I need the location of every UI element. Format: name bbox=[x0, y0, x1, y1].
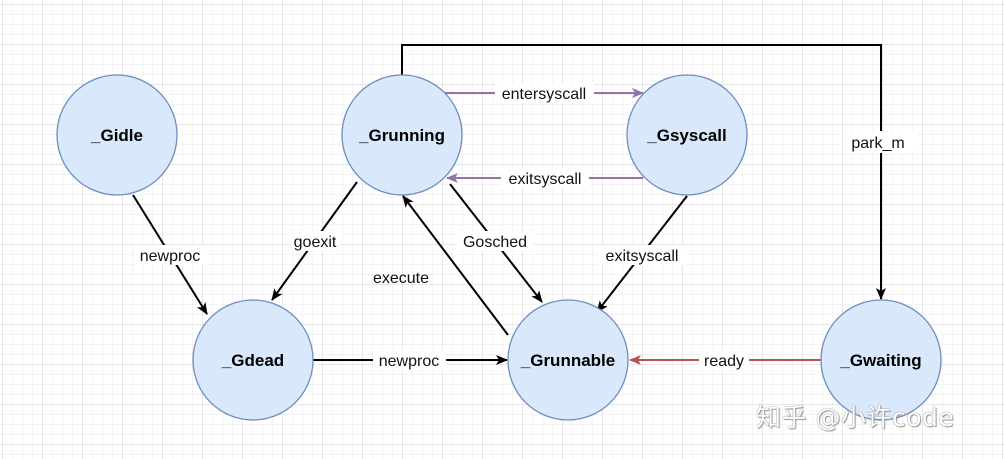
state-gidle: _Gidle bbox=[56, 74, 178, 196]
edge-newproc-dead-to-runnable: newproc bbox=[313, 350, 508, 370]
edge-newproc-idle-to-dead: newproc bbox=[132, 194, 208, 315]
edge-park-m: park_m bbox=[401, 44, 919, 300]
label-gosched: Gosched bbox=[463, 234, 527, 251]
label-exitsyscall-to-runnable: exitsyscall bbox=[606, 248, 679, 265]
label-newproc-idle-to-dead: newproc bbox=[140, 248, 200, 265]
edge-exitsyscall-to-runnable: exitsyscall bbox=[596, 195, 688, 313]
label-park-m: park_m bbox=[851, 135, 904, 152]
state-gwaiting-label: _Gwaiting bbox=[839, 351, 921, 370]
watermark: 知乎 @小许code bbox=[756, 403, 955, 432]
edge-exitsyscall-to-running: exitsyscall bbox=[446, 168, 643, 188]
state-grunning-label: _Grunning bbox=[358, 126, 445, 145]
state-grunnable-label: _Grunnable bbox=[520, 351, 615, 370]
edge-entersyscall: entersyscall bbox=[445, 83, 644, 103]
state-gdead-label: _Gdead bbox=[221, 351, 284, 370]
label-exitsyscall-to-running: exitsyscall bbox=[509, 171, 582, 188]
state-grunning: _Grunning bbox=[341, 74, 463, 196]
state-gsyscall-label: _Gsyscall bbox=[646, 126, 726, 145]
state-gdead: _Gdead bbox=[192, 299, 314, 421]
edge-gosched: Gosched bbox=[449, 183, 543, 303]
label-newproc-dead-to-runnable: newproc bbox=[379, 353, 439, 370]
edge-execute: execute bbox=[373, 195, 509, 336]
edge-goexit: goexit bbox=[271, 181, 358, 301]
state-gsyscall: _Gsyscall bbox=[626, 74, 748, 196]
label-execute: execute bbox=[373, 270, 429, 287]
state-grunnable: _Grunnable bbox=[507, 299, 629, 421]
label-ready: ready bbox=[704, 353, 744, 370]
state-gwaiting: _Gwaiting bbox=[820, 299, 942, 421]
label-goexit: goexit bbox=[294, 234, 337, 251]
label-entersyscall: entersyscall bbox=[502, 86, 586, 103]
edge-ready: ready bbox=[629, 350, 821, 370]
state-gidle-label: _Gidle bbox=[90, 126, 143, 145]
